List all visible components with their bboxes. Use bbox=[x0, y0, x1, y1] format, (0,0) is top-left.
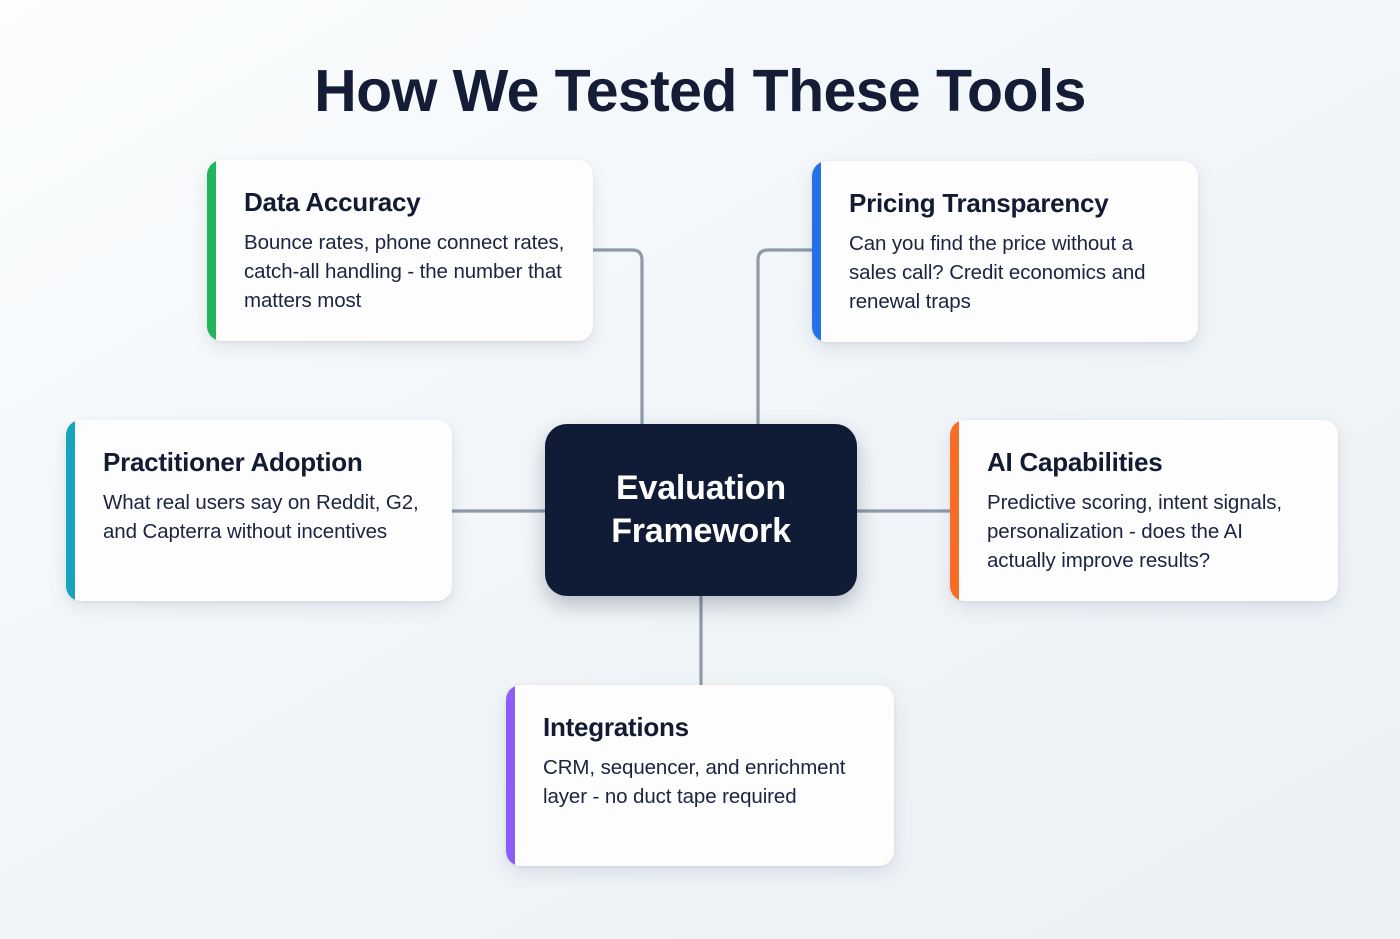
accent-bar-practitioner-adoption bbox=[66, 420, 75, 601]
card-body: Pricing Transparency Can you find the pr… bbox=[821, 161, 1198, 342]
card-description-pricing-transparency: Can you find the price without a sales c… bbox=[849, 232, 1146, 313]
central-node-label-line2: Framework bbox=[611, 512, 791, 550]
accent-bar-data-accuracy bbox=[207, 160, 216, 341]
accent-bar-integrations bbox=[506, 685, 515, 866]
node-card-ai-capabilities[interactable]: AI Capabilities Predictive scoring, inte… bbox=[950, 420, 1338, 601]
card-title-pricing-transparency: Pricing Transparency bbox=[849, 188, 1109, 218]
node-card-pricing-transparency[interactable]: Pricing Transparency Can you find the pr… bbox=[812, 161, 1198, 342]
node-card-integrations[interactable]: Integrations CRM, sequencer, and enrichm… bbox=[506, 685, 894, 866]
card-body: Integrations CRM, sequencer, and enrichm… bbox=[515, 685, 894, 866]
card-description-practitioner-adoption: What real users say on Reddit, G2, and C… bbox=[103, 491, 419, 543]
card-title-data-accuracy: Data Accuracy bbox=[244, 187, 421, 217]
card-title-integrations: Integrations bbox=[543, 712, 689, 742]
node-card-data-accuracy[interactable]: Data Accuracy Bounce rates, phone connec… bbox=[207, 160, 593, 341]
node-card-practitioner-adoption[interactable]: Practitioner Adoption What real users sa… bbox=[66, 420, 452, 601]
card-body: AI Capabilities Predictive scoring, inte… bbox=[959, 420, 1338, 601]
card-title-practitioner-adoption: Practitioner Adoption bbox=[103, 447, 363, 477]
central-node-label-line1: Evaluation bbox=[616, 469, 786, 507]
card-description-data-accuracy: Bounce rates, phone connect rates, catch… bbox=[244, 231, 565, 312]
accent-bar-ai-capabilities bbox=[950, 420, 959, 601]
card-body: Practitioner Adoption What real users sa… bbox=[75, 420, 452, 601]
connector-data-accuracy bbox=[593, 248, 644, 424]
card-description-ai-capabilities: Predictive scoring, intent signals, pers… bbox=[987, 491, 1283, 572]
connector-pricing-transparency bbox=[756, 248, 812, 424]
card-title-ai-capabilities: AI Capabilities bbox=[987, 447, 1163, 477]
page-title: How We Tested These Tools bbox=[314, 58, 1086, 124]
card-description-integrations: CRM, sequencer, and enrichment layer - n… bbox=[543, 756, 846, 808]
accent-bar-pricing-transparency bbox=[812, 161, 821, 342]
card-body: Data Accuracy Bounce rates, phone connec… bbox=[216, 160, 593, 341]
